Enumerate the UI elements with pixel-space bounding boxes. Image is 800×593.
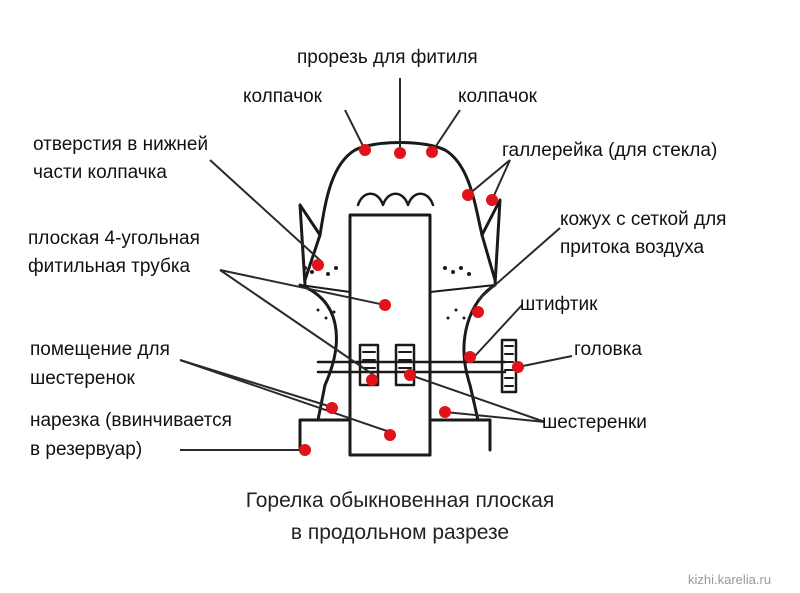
marker-cap-left xyxy=(359,144,371,156)
thread-left xyxy=(298,418,352,452)
label-cap-holes-1: отверстия в нижней xyxy=(33,134,209,155)
wick-tube xyxy=(348,213,432,457)
label-wick-tube-2: фитильная трубка xyxy=(28,256,191,277)
label-thread-2: в резервуар) xyxy=(30,439,143,460)
gallery-left xyxy=(298,203,322,287)
marker-wick-tube xyxy=(379,299,391,311)
leader-lines xyxy=(179,78,573,451)
marker-cap-holes xyxy=(312,259,324,271)
marker-gear-2 xyxy=(404,369,416,381)
caption-line-1: Горелка обыкновенная плоская xyxy=(245,489,555,512)
label-thread-1: нарезка (ввинчивается xyxy=(30,410,232,431)
gear-teeth xyxy=(362,351,412,369)
gear-right xyxy=(394,343,416,387)
label-pin: штифтик xyxy=(520,294,598,315)
marker-gear-3 xyxy=(439,406,451,418)
watermark: kizhi.karelia.ru xyxy=(688,572,772,587)
casing-rim xyxy=(299,284,496,293)
cap-scallops xyxy=(356,192,435,207)
casing-left xyxy=(298,283,338,422)
marker-wick-slot xyxy=(394,147,406,159)
gallery-right xyxy=(480,198,502,287)
thread-right xyxy=(428,418,492,452)
label-knob: головка xyxy=(574,339,642,360)
marker-gallery-2 xyxy=(486,194,498,206)
marker-gear-1 xyxy=(366,374,378,386)
label-gear-room-1: помещение для xyxy=(30,339,170,360)
label-gear-room-2: шестеренок xyxy=(30,368,135,389)
marker-thread xyxy=(299,444,311,456)
marker-gallery-1 xyxy=(462,189,474,201)
label-cap-holes-2: части колпачка xyxy=(33,162,167,183)
label-gears: шестеренки xyxy=(542,412,647,433)
label-gallery: галлерейка (для стекла) xyxy=(502,140,718,161)
markers xyxy=(299,144,524,456)
label-cap-left: колпачок xyxy=(243,86,322,107)
marker-cap-right xyxy=(426,146,438,158)
marker-gear-room xyxy=(326,402,338,414)
marker-tube-base xyxy=(384,429,396,441)
label-cap-right: колпачок xyxy=(458,86,537,107)
marker-casing xyxy=(472,306,484,318)
label-casing-1: кожух с сеткой для xyxy=(560,209,727,230)
label-casing-2: притока воздуха xyxy=(560,237,705,258)
label-wick-tube-1: плоская 4-угольная xyxy=(28,228,200,249)
caption-line-2: в продольном разрезе xyxy=(290,521,510,544)
marker-pin xyxy=(464,351,476,363)
marker-knob xyxy=(512,361,524,373)
knob-ridges xyxy=(504,345,514,387)
label-wick-slot: прорезь для фитиля xyxy=(297,47,478,68)
